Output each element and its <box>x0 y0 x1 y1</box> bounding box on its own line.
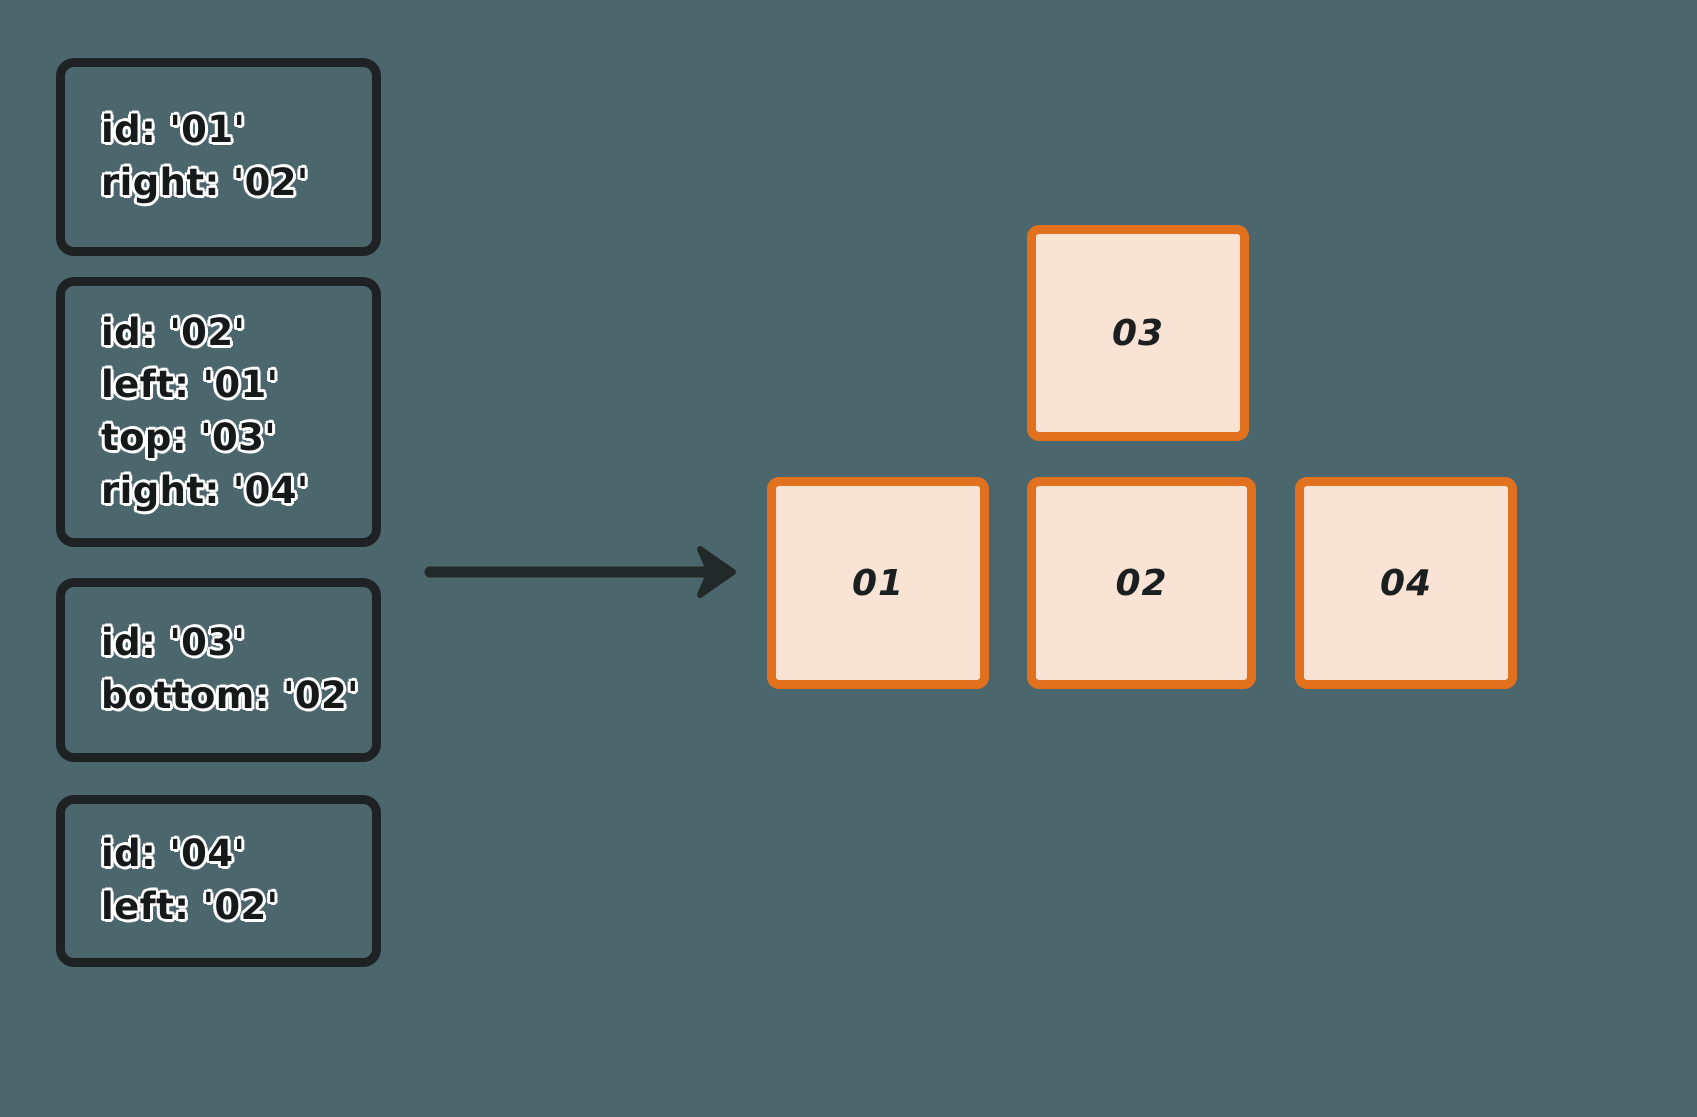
spec-line-id: id: '04' <box>101 832 246 876</box>
spec-line-id: id: '02' <box>101 310 246 354</box>
arrow-right-icon <box>424 540 744 606</box>
spec-line-top: top: '03' <box>101 416 277 459</box>
layout-tile-04[interactable]: 04 <box>1295 477 1517 689</box>
layout-tile-01[interactable]: 01 <box>767 477 989 689</box>
layout-tile-02[interactable]: 02 <box>1027 477 1256 689</box>
layout-tile-03[interactable]: 03 <box>1027 225 1249 441</box>
spec-line-id: id: '03' <box>101 621 246 665</box>
layout-tile-label: 01 <box>851 562 905 604</box>
spec-line-right: right: '04' <box>101 468 309 512</box>
node-spec-card-02: id: '02' left: '01' top: '03' right: '04… <box>56 277 381 547</box>
node-spec-card-04: id: '04' left: '02' <box>56 795 381 967</box>
spec-line-left: left: '02' <box>101 885 279 928</box>
spec-line-bottom: bottom: '02' <box>101 674 359 717</box>
spec-line-left: left: '01' <box>101 363 279 407</box>
arrow-right-svg <box>424 546 736 598</box>
spec-line-id: id: '01' <box>101 108 246 152</box>
layout-tile-label: 04 <box>1379 562 1433 604</box>
layout-tile-label: 03 <box>1111 312 1165 354</box>
spec-line-right: right: '02' <box>101 161 309 204</box>
node-spec-card-01: id: '01' right: '02' <box>56 58 381 256</box>
layout-tile-label: 02 <box>1115 562 1168 604</box>
node-spec-card-03: id: '03' bottom: '02' <box>56 578 381 762</box>
